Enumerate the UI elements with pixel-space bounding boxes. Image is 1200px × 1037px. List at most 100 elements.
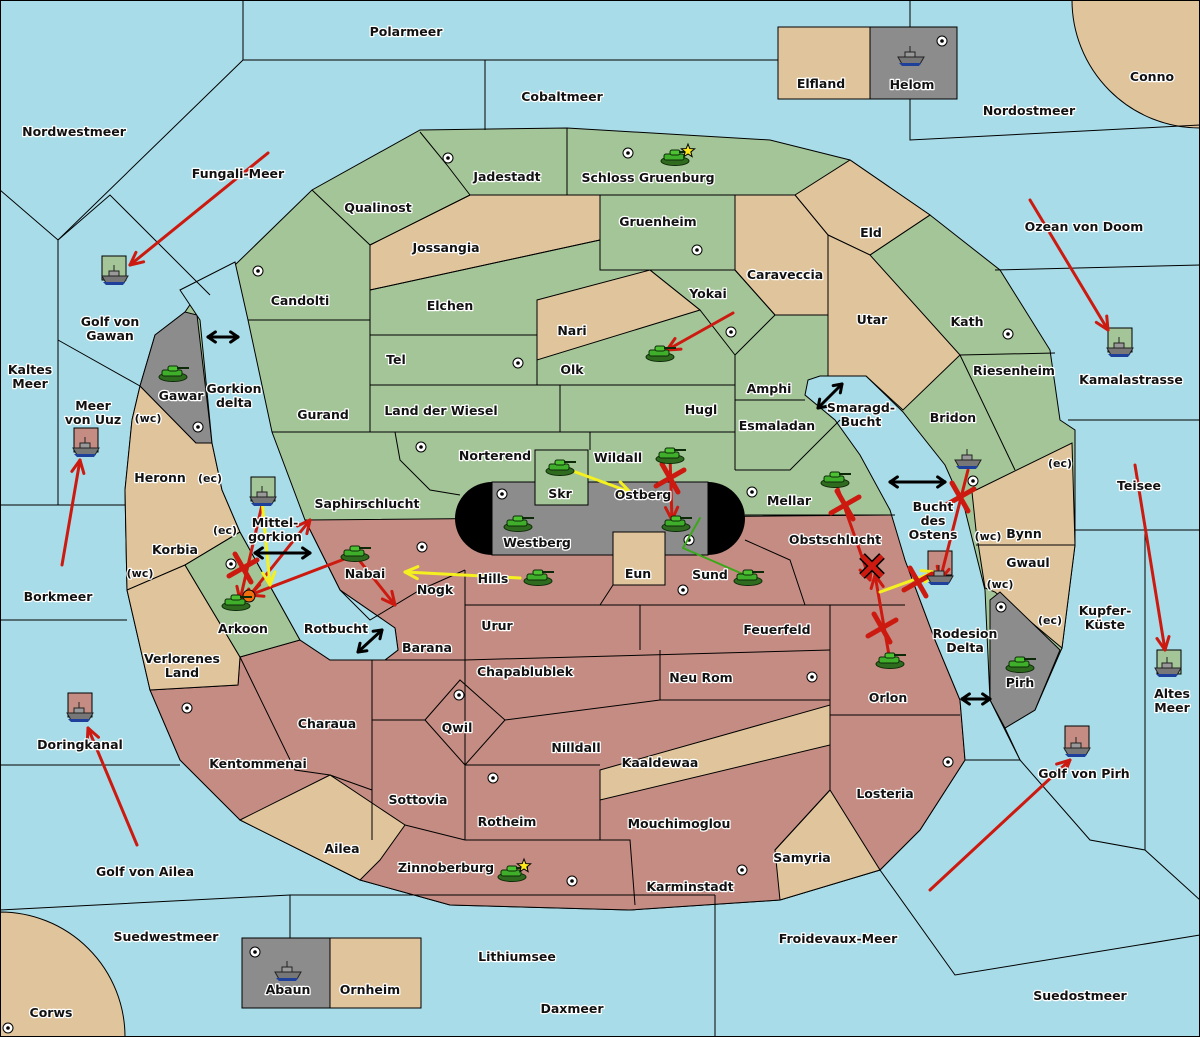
fleet-ship-icon[interactable] bbox=[954, 449, 982, 469]
fleet-ship-icon[interactable] bbox=[249, 486, 277, 506]
move-order-arrow bbox=[938, 468, 970, 582]
province-border bbox=[744, 539, 806, 606]
land-label: Schloss Gruenburg bbox=[581, 170, 714, 185]
supply-center-dot-icon bbox=[942, 756, 954, 768]
move-order-arrow bbox=[873, 573, 892, 663]
label-line: Westberg bbox=[503, 535, 571, 550]
province-border bbox=[994, 264, 1200, 271]
province-border bbox=[311, 189, 371, 432]
label-line: Golf von Pirh bbox=[1038, 766, 1129, 781]
label-line: Ostens bbox=[909, 527, 958, 542]
province-border bbox=[504, 699, 661, 721]
army-tank-icon[interactable] bbox=[221, 594, 252, 611]
land-label: Esmaladan bbox=[739, 418, 815, 433]
fleet-ship-icon[interactable] bbox=[1063, 737, 1091, 757]
arrowhead bbox=[128, 260, 146, 267]
fleet-ship-icon[interactable] bbox=[274, 961, 302, 981]
label-line: Doringkanal bbox=[37, 737, 123, 752]
land-label: Tel bbox=[386, 352, 406, 367]
sea-label: Teisee bbox=[1117, 478, 1161, 493]
army-tank-icon[interactable] bbox=[1005, 656, 1036, 673]
move-order-arrow bbox=[928, 758, 1072, 892]
double-arrow-icon bbox=[253, 546, 264, 555]
land-label: Candolti bbox=[271, 293, 330, 308]
army-tank-icon[interactable] bbox=[820, 471, 851, 488]
label-line: Küste bbox=[1085, 617, 1125, 632]
land-label: Samyria bbox=[773, 850, 831, 865]
army-tank-icon[interactable] bbox=[340, 545, 371, 562]
region-elfland[interactable] bbox=[777, 26, 871, 100]
army-tank-icon[interactable] bbox=[733, 569, 764, 586]
label-line: Gawar bbox=[159, 388, 205, 403]
supply-center-dot-icon bbox=[1002, 328, 1014, 340]
land-label: Eld bbox=[860, 225, 882, 240]
province-border bbox=[57, 194, 211, 296]
land-label: Skr bbox=[548, 486, 572, 501]
army-tank-icon[interactable] bbox=[660, 149, 691, 166]
arrowhead bbox=[305, 518, 312, 536]
fleet-ship-icon[interactable] bbox=[926, 565, 954, 585]
label-line: Schloss Gruenburg bbox=[581, 170, 714, 185]
move-order-arrow bbox=[1028, 198, 1110, 332]
arrowhead bbox=[1163, 635, 1171, 652]
army-tank-icon[interactable] bbox=[523, 569, 554, 586]
sea-label: Daxmeer bbox=[540, 1001, 604, 1016]
army-tank-icon[interactable] bbox=[158, 365, 189, 382]
region-ailea[interactable] bbox=[238, 774, 406, 881]
land-label: Feuerfeld bbox=[743, 622, 810, 637]
coast-label: (ec) bbox=[213, 524, 237, 537]
land-label: Qwil bbox=[442, 720, 473, 735]
region-conno[interactable] bbox=[1071, 0, 1200, 129]
fleet-ship-icon[interactable] bbox=[66, 702, 94, 722]
label-line: Amphi bbox=[747, 381, 792, 396]
arrowhead bbox=[128, 250, 138, 267]
arrowhead bbox=[1094, 320, 1110, 332]
army-tank-icon[interactable] bbox=[645, 345, 676, 362]
labels-layer: PolarmeerCobaltmeerNordwestmeerNordostme… bbox=[7, 22, 1192, 1021]
units-layer bbox=[66, 46, 1182, 981]
land-label: Obstschlucht bbox=[789, 532, 881, 547]
army-tank-icon[interactable] bbox=[661, 515, 692, 532]
land-label: Amphi bbox=[747, 381, 792, 396]
label-line: Ornheim bbox=[340, 982, 400, 997]
region-corws[interactable] bbox=[0, 911, 126, 1037]
coast-label: (wc) bbox=[987, 578, 1014, 591]
label-line: des bbox=[921, 513, 946, 528]
coast-label: (wc) bbox=[975, 530, 1002, 543]
sea-label: Doringkanal bbox=[37, 737, 123, 752]
label-line: Qwil bbox=[442, 720, 473, 735]
supply-center-dot-icon bbox=[453, 689, 465, 701]
fleet-ship-icon[interactable] bbox=[897, 46, 925, 66]
army-tank-icon[interactable] bbox=[875, 652, 906, 669]
failed-order-x-icon bbox=[659, 461, 681, 495]
army-tank-icon[interactable] bbox=[503, 515, 534, 532]
region-verlorenes-land[interactable] bbox=[126, 564, 241, 691]
land-label: Kath bbox=[951, 314, 984, 329]
coast-label: (ec) bbox=[1048, 457, 1072, 470]
fleet-ship-icon[interactable] bbox=[101, 265, 129, 285]
fleet-ship-icon[interactable] bbox=[1106, 337, 1134, 357]
province-border bbox=[369, 194, 795, 246]
land-label: Sund bbox=[692, 567, 728, 582]
label-line: Ailea bbox=[324, 841, 359, 856]
region-eun[interactable] bbox=[612, 531, 666, 586]
land-label: Yokai bbox=[688, 286, 727, 301]
land-label: Conno bbox=[1130, 69, 1175, 84]
label-line: Lithiumsee bbox=[478, 949, 556, 964]
move-order-arrow bbox=[260, 498, 272, 587]
army-tank-icon[interactable] bbox=[655, 447, 686, 464]
label-line: Meer bbox=[75, 398, 111, 413]
army-tank-icon[interactable] bbox=[497, 865, 528, 882]
label-line: Land der Wiesel bbox=[384, 403, 497, 418]
fleet-ship-icon[interactable] bbox=[72, 437, 100, 457]
label-line: Qualinost bbox=[344, 200, 411, 215]
bay-gorkion[interactable] bbox=[179, 261, 399, 661]
fleet-ship-icon[interactable] bbox=[1154, 657, 1182, 677]
supply-center-dot-icon bbox=[416, 541, 428, 553]
label-line: (ec) bbox=[1048, 457, 1072, 470]
region-ornheim[interactable] bbox=[329, 937, 422, 1009]
label-line: Charaua bbox=[298, 716, 356, 731]
army-tank-icon[interactable] bbox=[545, 459, 576, 476]
land-label: Mellar bbox=[767, 493, 812, 508]
